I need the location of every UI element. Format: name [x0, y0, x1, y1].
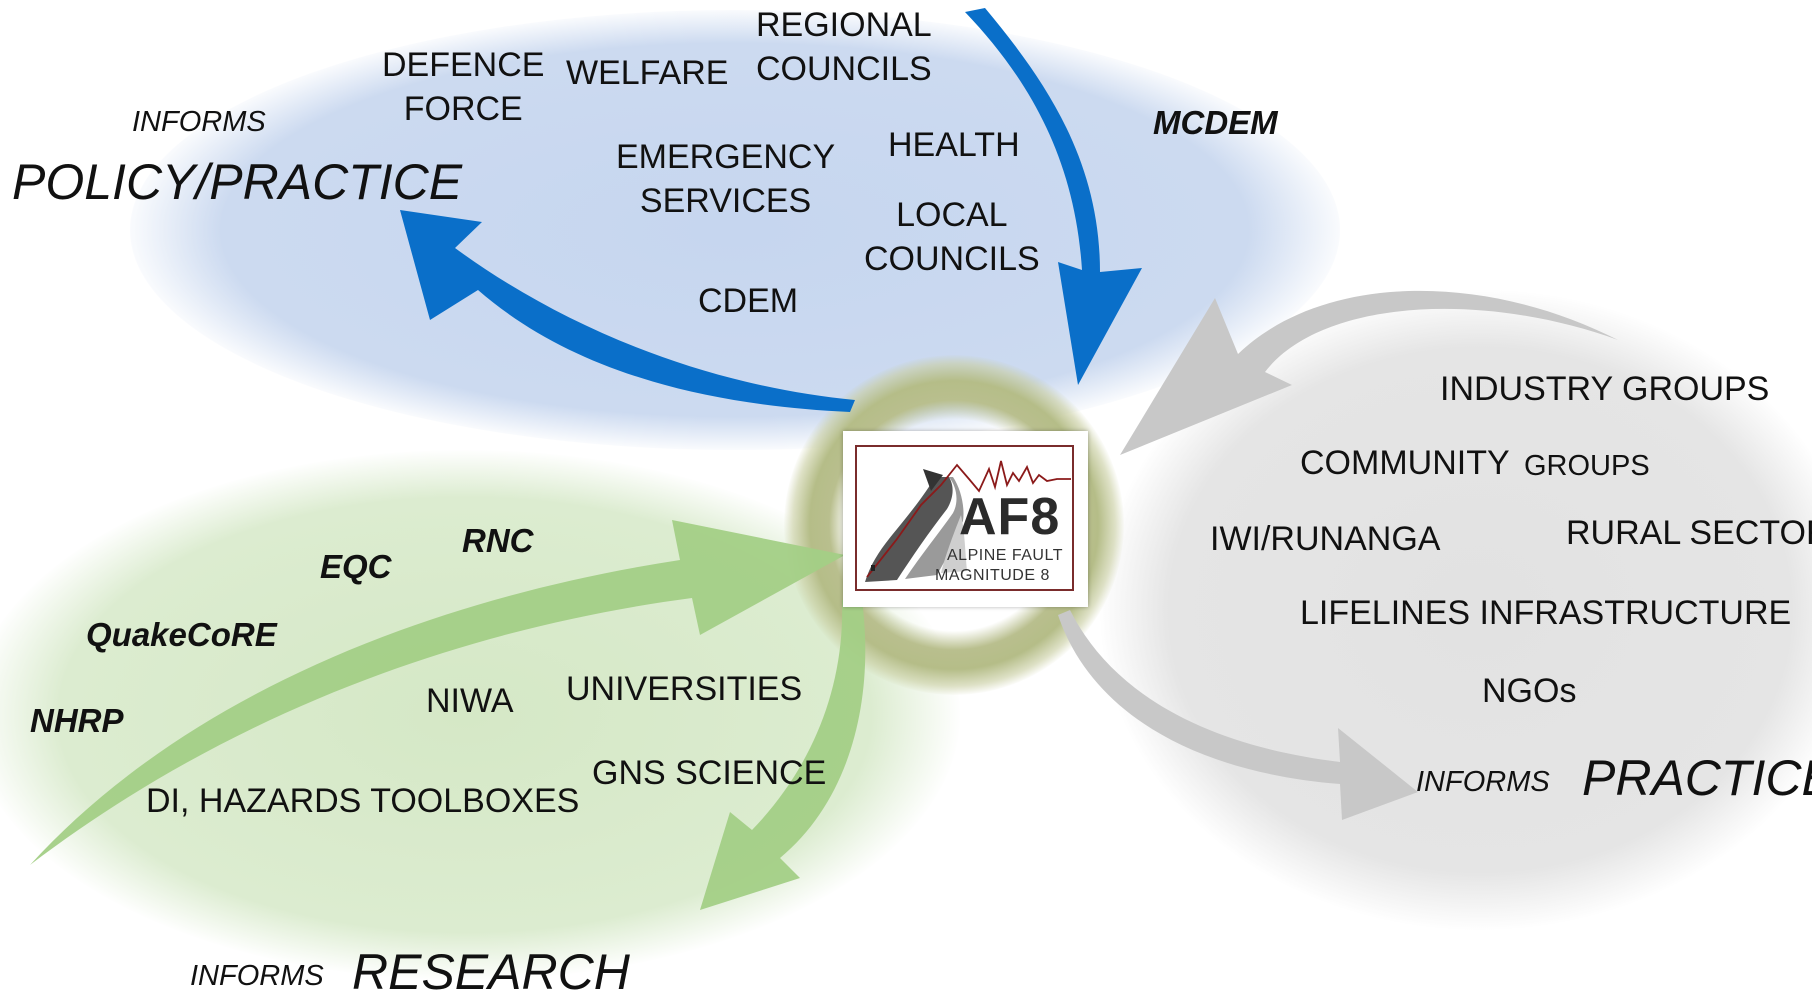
- research-in-arrow: [30, 520, 845, 865]
- logo-subtitle-line1: ALPINE FAULT: [947, 547, 1063, 564]
- policy-informs-target: POLICY/PRACTICE: [12, 154, 463, 210]
- ngos-label: NGOs: [1482, 672, 1577, 710]
- cdem-label: CDEM: [698, 282, 799, 320]
- new-zealand-map-icon: [865, 460, 1071, 582]
- logo-subtitle-line2: MAGNITUDE 8: [935, 567, 1050, 584]
- policy-region: [130, 10, 1340, 450]
- af8-logo-frame: AF8 ALPINE FAULT MAGNITUDE 8: [855, 445, 1074, 591]
- lifelines-infrastructure-label: LIFELINES INFRASTRUCTURE: [1300, 594, 1792, 632]
- research-out-arrow: [700, 600, 866, 910]
- mcdem-arrow: [965, 8, 1142, 385]
- universities-label: UNIVERSITIES: [566, 670, 803, 708]
- research-informs-target: RESEARCH: [352, 944, 630, 1000]
- nhrp-label: NHRP: [30, 702, 124, 739]
- emergency-services-label: EMERGENCY SERVICES: [616, 138, 836, 220]
- quakecore-label: QuakeCoRE: [86, 616, 277, 653]
- logo-title: AF8: [959, 488, 1061, 546]
- community-label: COMMUNITY: [1300, 444, 1510, 482]
- mcdem-label: MCDEM: [1153, 104, 1278, 141]
- rural-sector-label: RURAL SECTOR: [1566, 514, 1812, 552]
- gns-science-label: GNS SCIENCE: [592, 754, 827, 792]
- research-informs-label: INFORMS: [190, 960, 324, 992]
- af8-logo: AF8 ALPINE FAULT MAGNITUDE 8: [843, 431, 1088, 607]
- practice-informs-target: PRACTICE: [1582, 750, 1812, 806]
- eqc-label: EQC: [320, 548, 392, 585]
- niwa-label: NIWA: [426, 682, 514, 720]
- industry-groups-label: INDUSTRY GROUPS: [1440, 370, 1770, 408]
- di-hazards-toolboxes-label: DI, HAZARDS TOOLBOXES: [146, 782, 580, 820]
- defence-force-label: DEFENCE FORCE: [382, 46, 545, 128]
- local-councils-label: LOCAL COUNCILS: [864, 196, 1040, 278]
- policy-informs-label: INFORMS: [132, 106, 266, 138]
- groups-label: GROUPS: [1524, 450, 1650, 482]
- practice-out-arrow: [1058, 610, 1418, 820]
- practice-in-arrow: [1120, 290, 1618, 455]
- iwi-runanga-label: IWI/RUNANGA: [1210, 520, 1441, 558]
- regional-councils-label: REGIONAL COUNCILS: [756, 6, 932, 88]
- policy-arrow: [400, 210, 855, 412]
- welfare-label: WELFARE: [566, 54, 729, 92]
- practice-informs-label: INFORMS: [1416, 766, 1550, 798]
- health-label: HEALTH: [888, 126, 1020, 164]
- rnc-label: RNC: [462, 522, 534, 559]
